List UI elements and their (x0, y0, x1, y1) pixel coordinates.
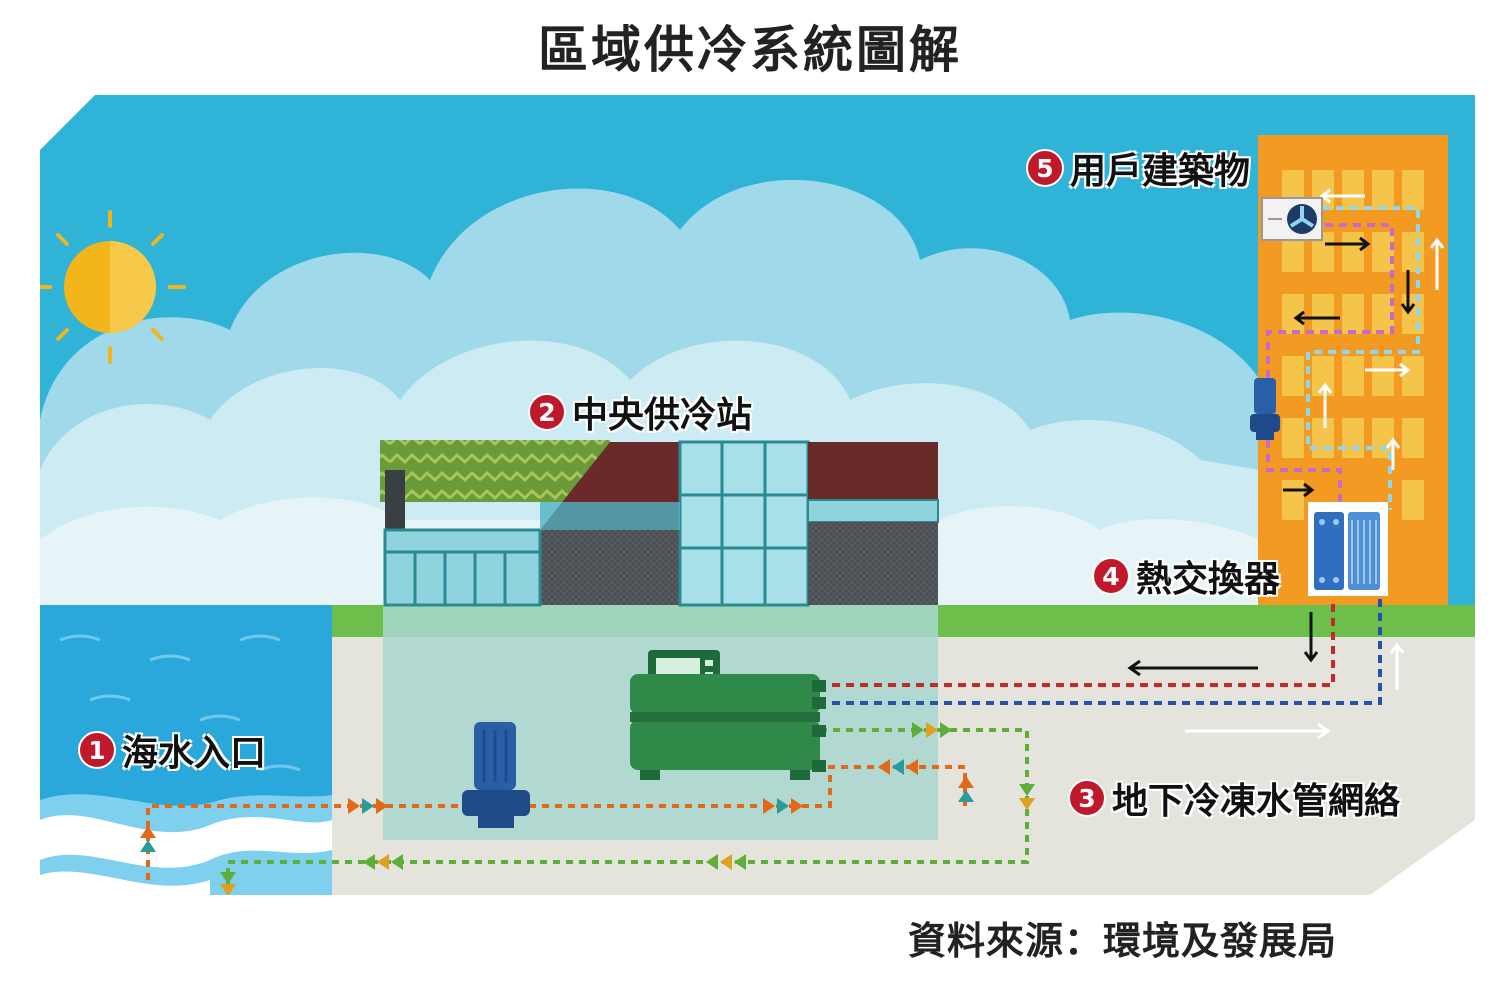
source-credit: 資料來源：環境及發展局 (908, 919, 1338, 963)
label-central-station: 2 中央供冷站 (528, 386, 752, 438)
central-station-building (380, 440, 939, 607)
label-heat-exchanger-text: 熱交換器 (1136, 559, 1281, 600)
network-flow-arrows (1127, 612, 1405, 740)
chilled-water-pipes (818, 598, 1382, 705)
label-user-building-text: 用戶建築物 (1070, 151, 1251, 192)
building-pump-icon (1250, 378, 1280, 440)
ac-unit-icon (1261, 197, 1323, 241)
label-central-station-text: 中央供冷站 (572, 395, 753, 436)
marker-1: 1 (78, 731, 116, 769)
marker-4: 4 (1092, 557, 1130, 595)
label-seawater-intake: 1 海水入口 (78, 724, 266, 776)
seawater-pipes (146, 728, 1029, 890)
label-heat-exchanger: 4 熱交換器 (1092, 550, 1280, 602)
sun-icon (40, 210, 186, 364)
building-flow-arrows (1283, 188, 1445, 498)
page-title: 區域供冷系統圖解 (538, 21, 962, 79)
heat-exchanger-icon (1308, 502, 1388, 596)
label-pipe-network: 3 地下冷凍水管網絡 (1068, 772, 1400, 824)
building-pipes (1266, 206, 1420, 510)
seawater-flow-markers (140, 722, 1035, 895)
label-user-building: 5 用戶建築物 (1026, 142, 1250, 194)
marker-3: 3 (1068, 779, 1106, 817)
label-seawater-intake-text: 海水入口 (122, 733, 267, 774)
seawater-pump-icon (462, 722, 530, 828)
marker-2: 2 (528, 393, 566, 431)
chiller-unit-icon (630, 650, 826, 780)
label-pipe-network-text: 地下冷凍水管網絡 (1112, 781, 1401, 822)
marker-5: 5 (1026, 149, 1064, 187)
